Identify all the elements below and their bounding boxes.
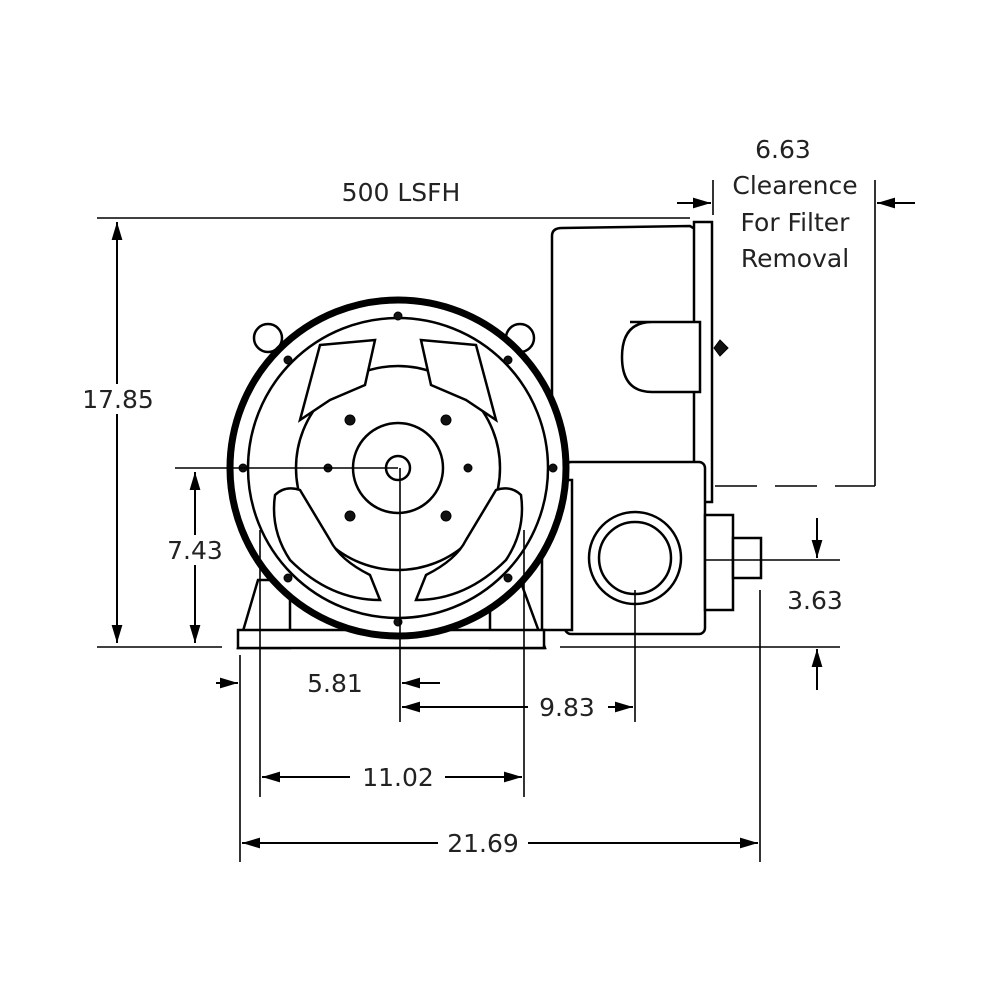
motor [226,296,570,650]
clearance-line2: For Filter [741,208,851,237]
overall-height-label: 17.85 [82,385,154,414]
outlet-height-label: 3.63 [787,586,843,615]
clearance-line1: Clearence [732,171,857,200]
clearance-value: 6.63 [755,135,811,164]
shaft-height-label: 7.43 [167,536,223,565]
title-label: 500 LSFH [342,178,461,207]
foot-to-shaft-label: 5.81 [307,669,363,698]
filter-housing [550,220,729,504]
overall-length-label: 21.69 [447,829,519,858]
clearance-line3: Removal [741,244,849,273]
pump-body [540,460,763,636]
shaft-to-outlet-label: 9.83 [539,693,595,722]
foot-spacing-label: 11.02 [362,763,434,792]
